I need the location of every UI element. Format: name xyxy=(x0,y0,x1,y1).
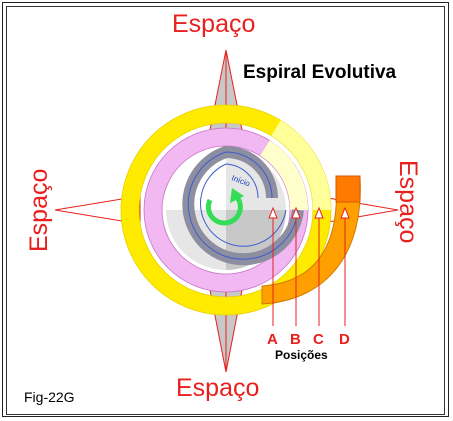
inner-frame xyxy=(6,6,445,415)
compass-point-west xyxy=(54,195,141,225)
label-bottom: Espaço xyxy=(176,374,259,402)
position-markers xyxy=(268,206,350,326)
position-label-b: B xyxy=(290,331,301,348)
outer-frame xyxy=(2,2,449,417)
diagram-title: Espiral Evolutiva xyxy=(243,62,397,83)
label-right: Espaço xyxy=(394,160,422,243)
light-yellow-arc xyxy=(271,120,331,211)
label-left: Espaço xyxy=(25,169,53,252)
label-top: Espaço xyxy=(172,10,255,38)
positions-caption: Posições xyxy=(275,348,328,362)
orange-tail-head xyxy=(335,175,361,203)
position-label-c: C xyxy=(313,331,324,348)
green-arrow-head xyxy=(230,188,244,203)
position-label-a: A xyxy=(267,331,278,348)
position-label-d: D xyxy=(339,331,350,348)
green-cycle-arrow xyxy=(205,194,243,226)
figure-label: Fig-22G xyxy=(24,389,75,405)
